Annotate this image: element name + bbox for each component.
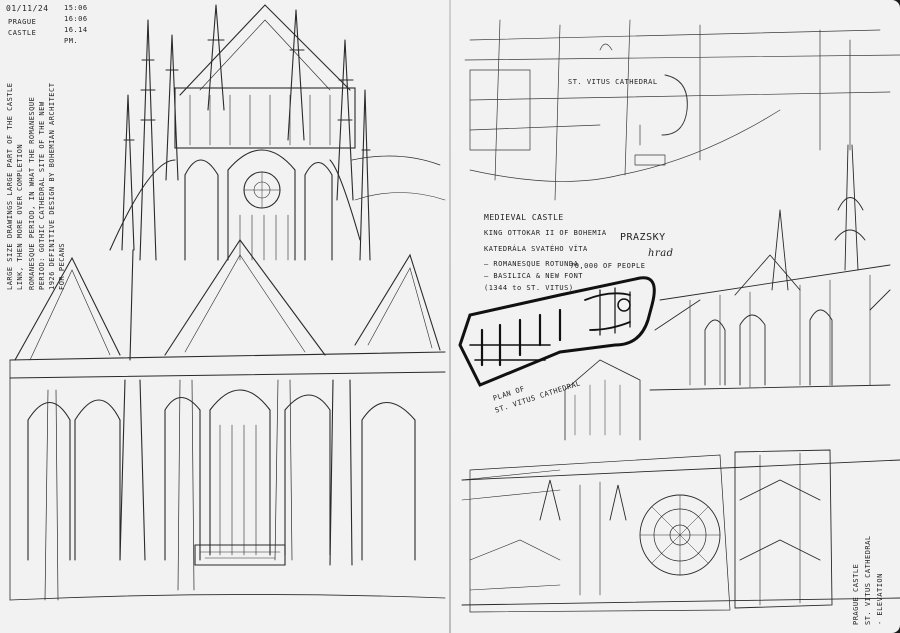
note-people-count: 70,000 OF PEOPLE xyxy=(570,262,646,270)
place-line-1: PRAGUE xyxy=(8,18,37,26)
vertical-note-3: ROMANESQUE PERIOD, IN WHAT THE ROMANESQU… xyxy=(28,96,36,290)
vertical-note-6: FOR PECANS xyxy=(58,242,66,290)
time-1: 15:06 xyxy=(64,4,88,12)
time-4: PM. xyxy=(64,37,79,45)
note-year: (1344 to ST. VITUS) xyxy=(484,284,574,292)
building-sketch xyxy=(564,359,641,441)
vertical-note-4: PERIOD: GOTHIC CATHEDRAL SITE OF THE NEW xyxy=(38,101,46,290)
time-2: 16:06 xyxy=(64,15,88,23)
plan-title: ST. VITUS CATHEDRAL xyxy=(568,78,658,86)
vertical-note-5: 1926 DEFINITIVE DESIGN BY BOHEMIAN ARCHI… xyxy=(48,82,56,290)
cathedral-floor-plan xyxy=(458,276,656,387)
prazsky-label: PRAZSKY xyxy=(620,232,666,243)
note-basilica: — BASILICA & NEW FONT xyxy=(484,272,584,280)
apse-drawing xyxy=(9,4,446,601)
note-medieval-castle: MEDIEVAL CASTLE xyxy=(484,213,564,222)
elevation-caption-1: PRAGUE CASTLE xyxy=(852,563,860,625)
elevation-caption-2: ST. VITUS CATHEDRAL xyxy=(864,535,872,625)
time-3: 16.14 xyxy=(64,26,88,34)
vertical-note-1: LARGE SIZE DRAWINGS LARGE PART OF THE CA… xyxy=(6,82,14,290)
castle-plan-sketch xyxy=(464,19,900,201)
elevation-drawing xyxy=(461,449,900,613)
skyline-sketch xyxy=(649,144,891,391)
sketch-date: 01/11/24 xyxy=(6,4,49,13)
elevation-caption-3: - ELEVATION xyxy=(876,573,884,625)
vertical-note-2: LINK, THEN MORE OVER COMPLETION xyxy=(16,143,24,290)
note-rotunda: — ROMANESQUE ROTUNDA xyxy=(484,260,579,268)
note-katedrala: KATEDRÁLA SVATÉHO VÍTA xyxy=(484,245,588,253)
place-line-2: CASTLE xyxy=(8,29,37,37)
hrad-label: hrad xyxy=(648,248,674,259)
page-gutter xyxy=(449,0,451,633)
note-king: KING OTTOKAR II OF BOHEMIA xyxy=(484,229,607,237)
